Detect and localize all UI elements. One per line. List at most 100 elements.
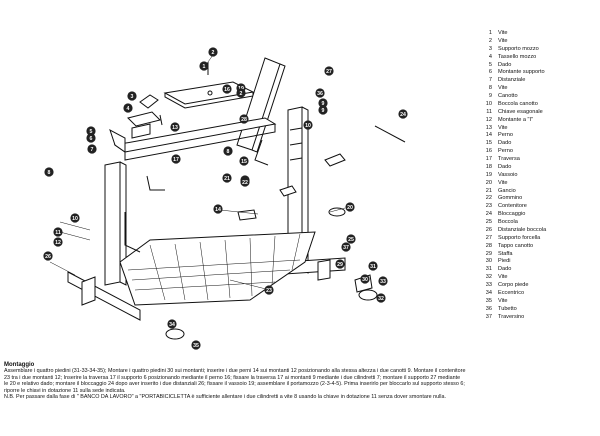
part-number: 24 (485, 211, 492, 218)
part-name: Dado (498, 61, 512, 68)
callout-number: 23 (266, 288, 272, 294)
callout-marker: 11 (53, 227, 63, 237)
callout-number: 29 (337, 262, 343, 268)
callout-number: 4 (127, 106, 130, 112)
callout-number: 14 (215, 207, 221, 213)
callout-number: 25 (348, 237, 354, 243)
part-number: 34 (485, 289, 492, 296)
callout-number: 30 (362, 277, 368, 283)
part-name: Tubetto (498, 305, 517, 312)
part-number: 15 (485, 140, 492, 147)
callout-marker: 30 (360, 274, 370, 284)
part-number: 29 (485, 250, 492, 257)
callout-marker: 8 (223, 146, 233, 156)
callout-marker: 26 (43, 251, 53, 261)
callout-number: 21 (224, 176, 230, 182)
callout-marker: 15 (239, 156, 249, 166)
callout-number: 35 (193, 343, 199, 349)
part-number: 8 (488, 85, 492, 92)
part-number: 4 (488, 53, 492, 60)
callout-marker: 12 (53, 237, 63, 247)
part-number: 27 (485, 234, 492, 241)
callout-marker: 21 (222, 173, 232, 183)
callout-number: 36 (317, 91, 323, 97)
part-number: 12 (485, 116, 492, 123)
part-number: 22 (485, 195, 492, 202)
part-name: Gommino (498, 195, 523, 202)
callout-number: 3 (131, 94, 134, 100)
part-name: Bloccaggio (498, 211, 526, 218)
part-name: Vassoio (498, 171, 518, 178)
parts-list-item: 7 Distanziale (478, 77, 596, 85)
callout-number: 11 (55, 230, 61, 236)
callout-number: 20 (347, 205, 353, 211)
part-number: 19 (485, 171, 492, 178)
callout-marker: 1 (199, 61, 209, 71)
callout-marker: 7 (87, 144, 97, 154)
part-name: Montante supporto (498, 69, 545, 76)
callout-number: 16 (224, 87, 230, 93)
callout-number: 15 (241, 159, 247, 165)
part-name: Dado (498, 266, 512, 273)
callout-number: 5 (90, 129, 93, 135)
callout-marker: 36 (315, 88, 325, 98)
callout-marker: 2 (236, 88, 246, 98)
callout-number: 13 (172, 125, 178, 131)
notes-line: N.B. Per passare dalla fase di " BANCO D… (4, 394, 447, 401)
callout-number: 7 (91, 147, 94, 153)
callout-marker: 17 (171, 154, 181, 164)
part-name: Dado (498, 163, 512, 170)
callout-number: 10 (72, 216, 78, 222)
part-name: Chiave esagonale (498, 108, 543, 115)
part-number: 37 (485, 313, 492, 320)
part-number: 25 (485, 219, 492, 225)
callout-number: 22 (242, 180, 248, 186)
parts-list-item: 19 Vassoio (478, 172, 596, 180)
callout-number: 33 (380, 279, 386, 285)
notes-line: Assemblare i quattro piedini (31-33-34-3… (4, 368, 466, 375)
part-name: Traversa (498, 156, 520, 162)
part-number: 20 (485, 179, 492, 186)
parts-list-item: 29 Staffa (478, 251, 596, 259)
callout-number: 2 (212, 50, 215, 56)
part-number: 6 (488, 69, 492, 76)
part-number: 5 (488, 61, 492, 68)
callout-number: 27 (326, 69, 332, 75)
part-name: Staffa (498, 250, 513, 257)
part-number: 9 (488, 93, 492, 99)
part-name: Vite (498, 179, 508, 186)
parts-list-item: 25 Boccola (478, 219, 596, 227)
part-number: 7 (488, 77, 492, 84)
part-name: Supporto mozzo (498, 45, 539, 52)
callout-marker: 34 (167, 319, 177, 329)
callout-marker: 20 (345, 202, 355, 212)
part-number: 18 (485, 163, 492, 170)
part-number: 11 (486, 108, 492, 115)
part-name: Montante a "I" (498, 116, 534, 123)
part-name: Distanziale boccola (498, 226, 547, 233)
part-name: Vite (498, 297, 508, 304)
parts-list-item: 11 Chiave esagonale (478, 109, 596, 117)
part-name: Distanziale (498, 77, 526, 84)
part-name: Gancio (498, 187, 516, 194)
callout-number: 1 (203, 64, 206, 70)
part-name: Vite (498, 124, 508, 131)
part-number: 31 (485, 266, 492, 273)
callout-marker: 13 (170, 122, 180, 132)
callout-number: 32 (378, 296, 384, 302)
callout-marker: 23 (264, 285, 274, 295)
callout-number: 9 (322, 101, 325, 107)
part-name: Boccola (498, 219, 518, 225)
callout-number: 12 (55, 240, 61, 246)
callout-number: 10 (305, 123, 311, 129)
